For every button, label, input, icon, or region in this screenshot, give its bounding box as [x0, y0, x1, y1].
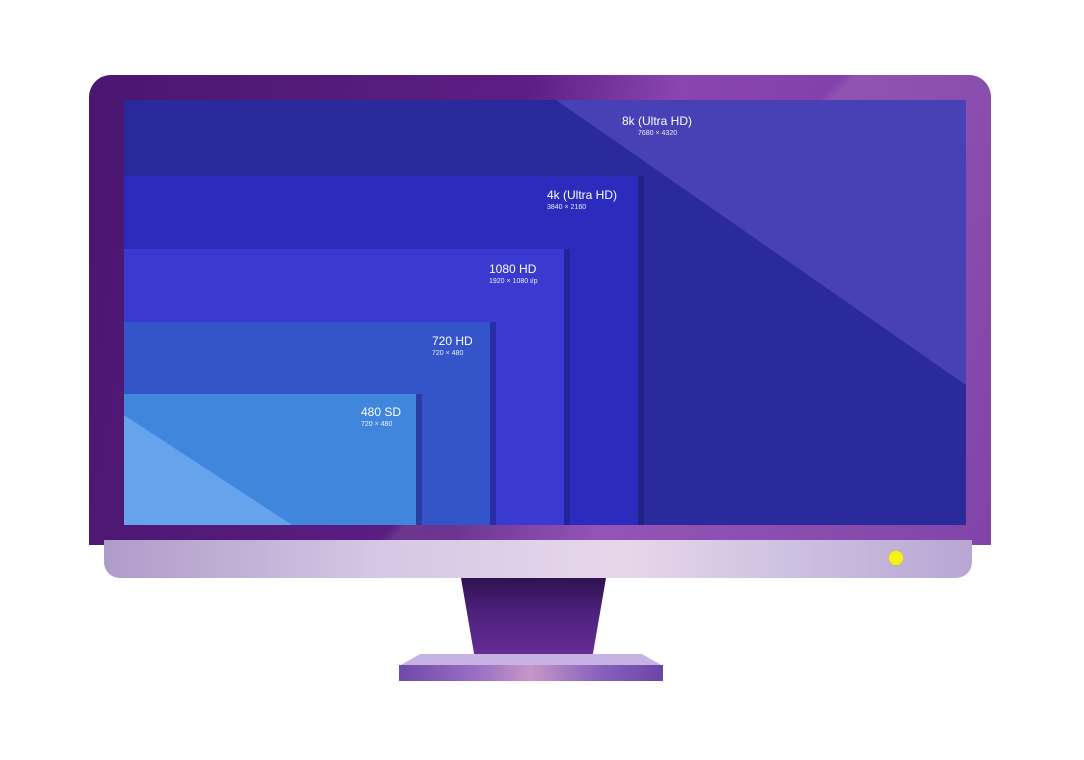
- monitor-stand-neck: [461, 578, 606, 662]
- area-shadow: [638, 176, 644, 525]
- resolution-dims: 7680 × 4320: [638, 130, 678, 137]
- resolution-name: 1080 HD: [489, 262, 537, 276]
- monitor-screen: 8k (Ultra HD) 7680 × 4320 4k (Ultra HD) …: [124, 100, 966, 525]
- resolution-name: 720 HD: [432, 334, 473, 348]
- monitor-stand-base: [399, 665, 663, 681]
- area-glare: [124, 415, 292, 525]
- resolution-dims: 3840 × 2160: [547, 204, 587, 211]
- monitor-stand-base-top: [399, 654, 663, 666]
- chin-shadow: [104, 540, 384, 578]
- label-480: 480 SD 720 × 480: [361, 405, 401, 428]
- area-shadow: [490, 322, 496, 525]
- label-4k: 4k (Ultra HD) 3840 × 2160: [547, 188, 617, 211]
- label-1080: 1080 HD 1920 × 1080 i/p: [489, 262, 537, 285]
- power-led-icon: [889, 551, 903, 565]
- resolution-dims: 720 × 480: [432, 350, 464, 357]
- label-8k: 8k (Ultra HD) 7680 × 4320: [622, 114, 692, 137]
- area-shadow: [416, 394, 422, 525]
- resolution-dims: 1920 × 1080 i/p: [489, 278, 538, 285]
- label-720: 720 HD 720 × 480: [432, 334, 473, 357]
- resolution-dims: 720 × 480: [361, 421, 393, 428]
- resolution-480-area: [124, 394, 422, 525]
- area-shadow: [564, 249, 570, 525]
- resolution-name: 4k (Ultra HD): [547, 188, 618, 202]
- monitor-chin: [104, 540, 972, 578]
- resolution-name: 480 SD: [361, 405, 402, 419]
- resolution-name: 8k (Ultra HD): [622, 114, 693, 128]
